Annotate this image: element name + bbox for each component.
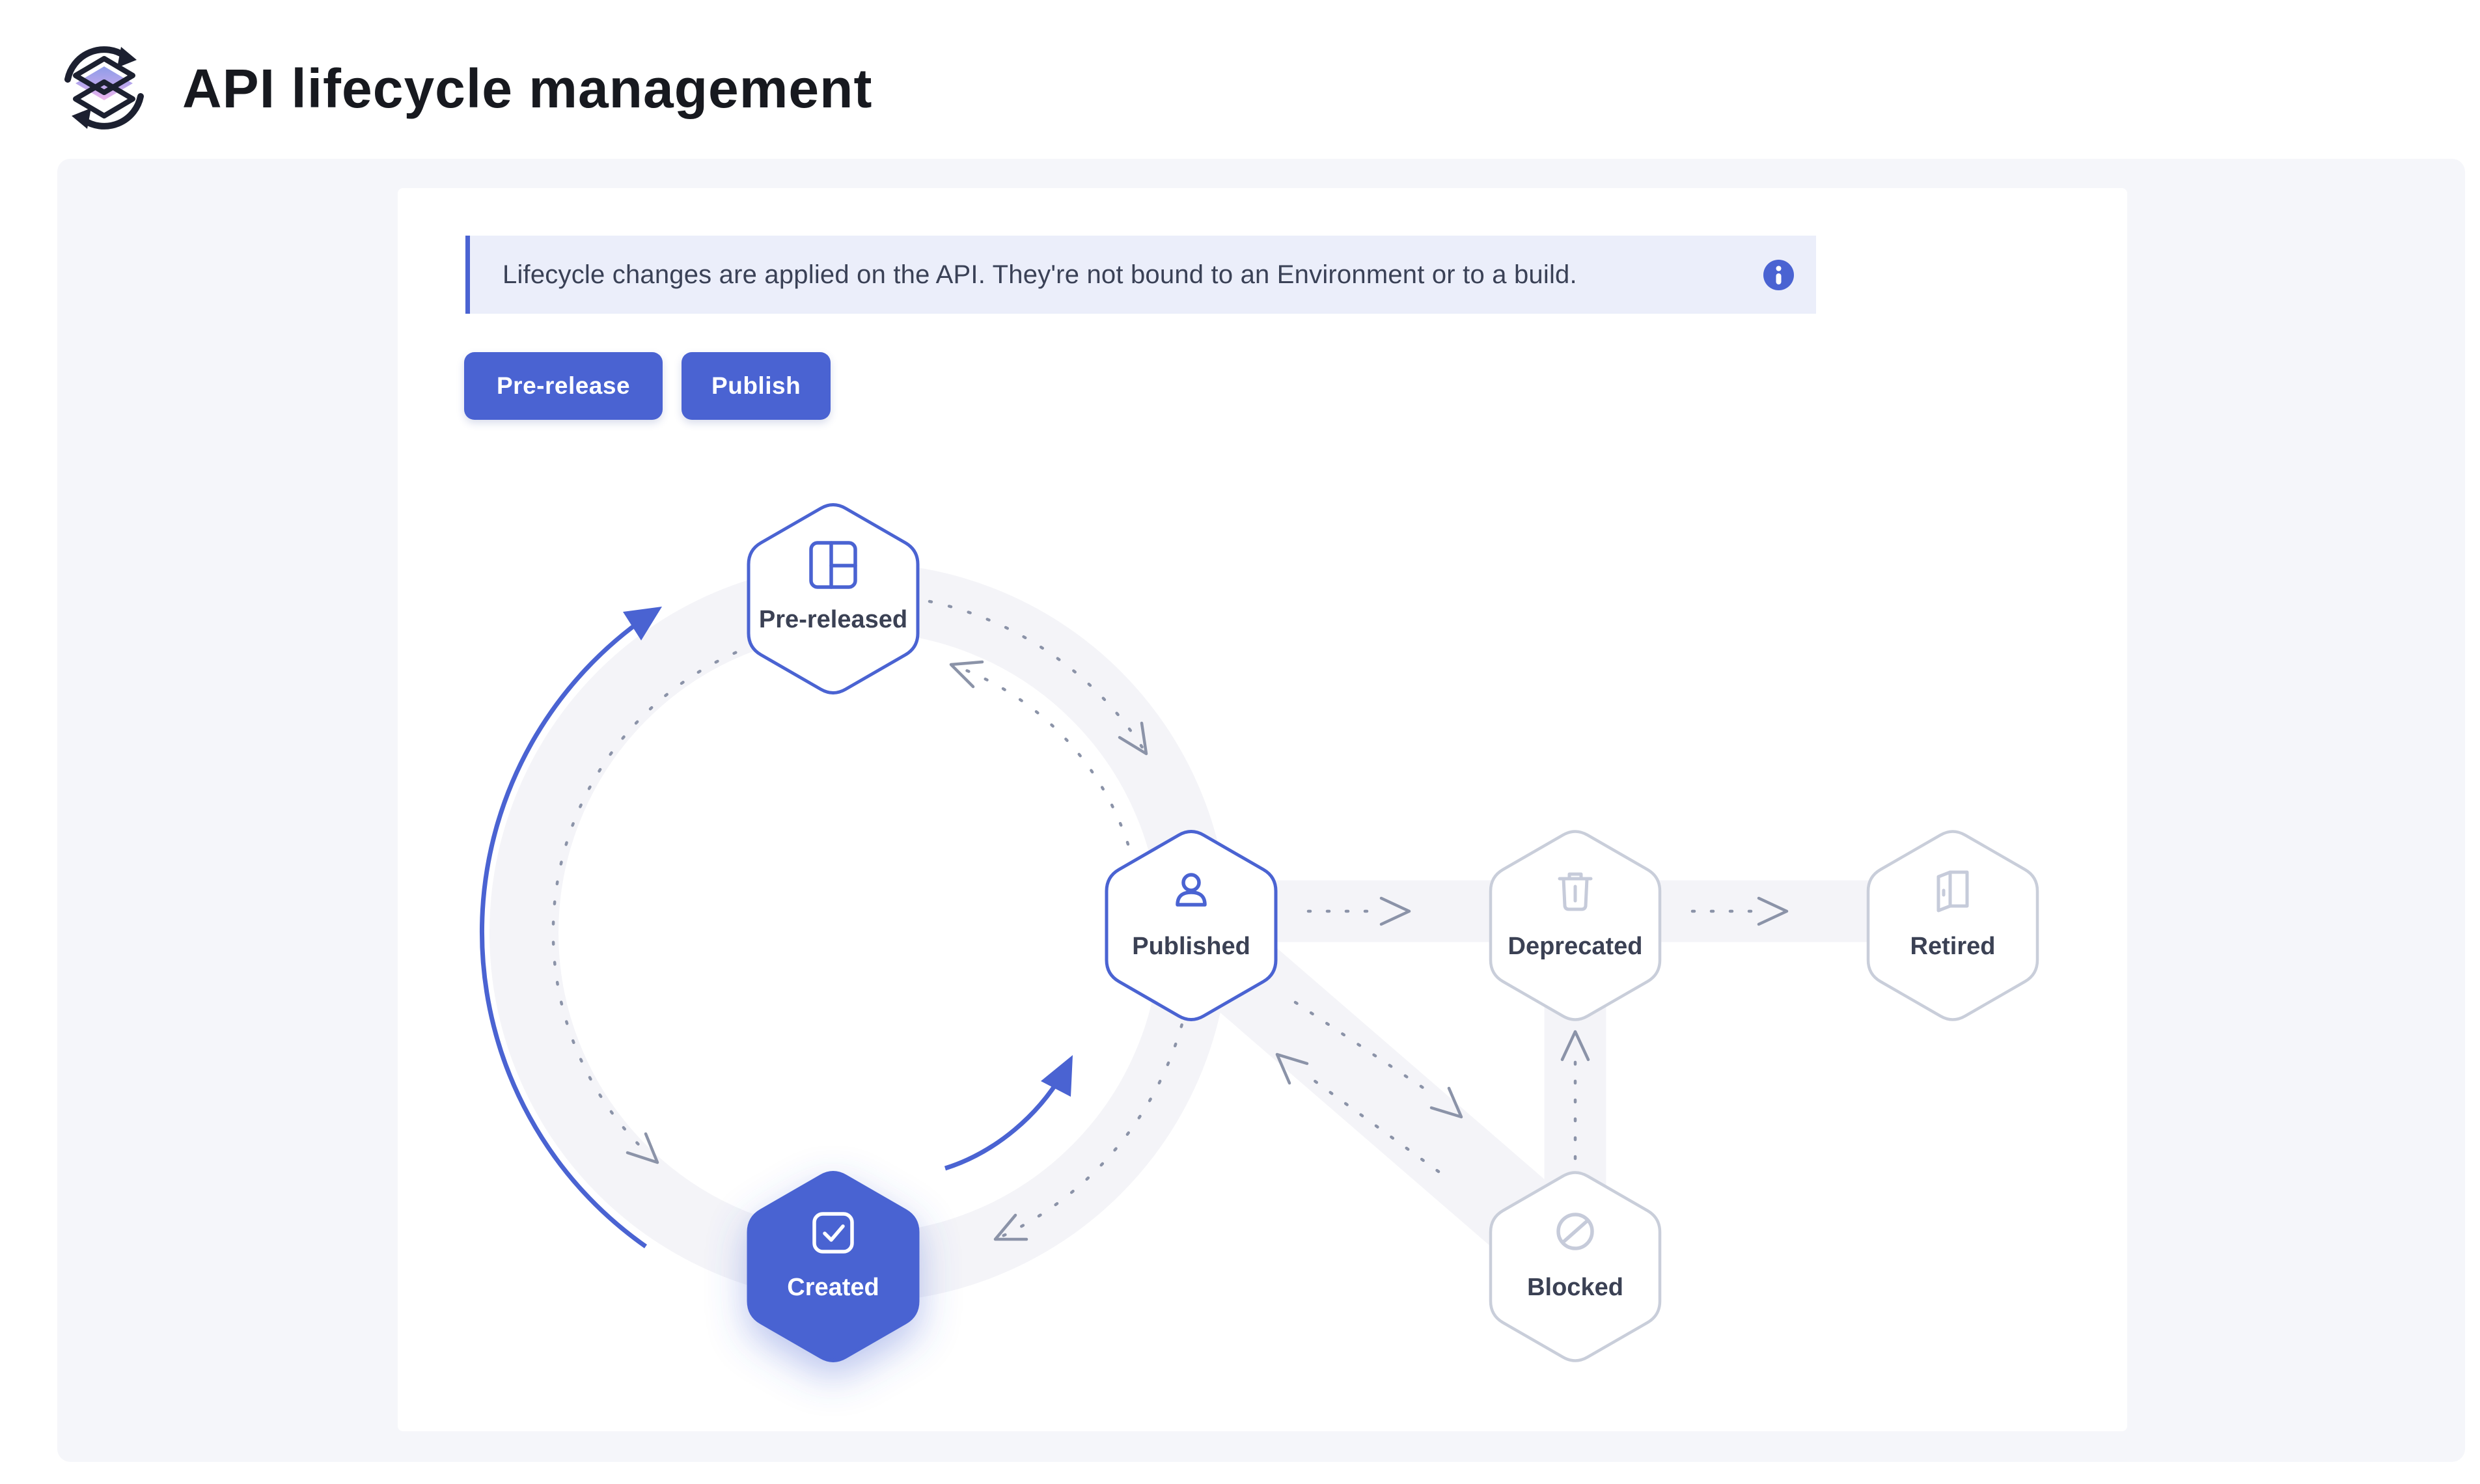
publish-button[interactable]: Publish [682, 352, 831, 420]
node-label: Created [787, 1274, 879, 1301]
info-banner: Lifecycle changes are applied on the API… [465, 236, 1816, 314]
arrow-blocked-to-deprecated [1560, 1030, 1590, 1161]
trash-icon [1558, 872, 1593, 911]
arrow-published-to-prereleased [949, 660, 1140, 885]
node-published: Published [1107, 832, 1276, 1020]
door-icon [1936, 870, 1969, 913]
node-label: Published [1132, 933, 1250, 960]
page-title: API lifecycle management [182, 58, 873, 119]
arrow-prereleased-to-published [928, 599, 1148, 756]
arrow-created-to-published [944, 1055, 1073, 1171]
action-buttons: Pre-release Publish [464, 352, 831, 420]
node-label: Deprecated [1508, 933, 1643, 960]
node-label: Pre-released [759, 606, 907, 633]
node-deprecated: Deprecated [1491, 832, 1660, 1020]
arrow-created-to-prereleased [479, 607, 662, 1248]
info-icon[interactable] [1763, 259, 1794, 290]
node-label: Blocked [1527, 1274, 1623, 1301]
arrow-deprecated-to-retired [1690, 896, 1789, 926]
arrow-published-to-deprecated [1306, 896, 1411, 926]
lifecycle-logo-icon [64, 46, 144, 130]
node-label: Retired [1910, 933, 1996, 960]
node-blocked: Blocked [1491, 1173, 1660, 1361]
arrow-published-to-created [993, 983, 1192, 1241]
info-banner-text: Lifecycle changes are applied on the API… [503, 260, 1577, 289]
check-square-icon [812, 1212, 854, 1254]
ban-icon [1556, 1213, 1594, 1250]
pre-release-button[interactable]: Pre-release [464, 352, 663, 420]
arrow-prereleased-to-created [551, 643, 756, 1164]
node-created: Created [749, 1173, 918, 1361]
user-icon [1176, 873, 1207, 907]
node-pre-released: Pre-released [749, 505, 918, 693]
band-cycle-ring [489, 563, 1229, 1302]
layout-icon [809, 541, 857, 589]
node-retired: Retired [1868, 832, 2037, 1020]
arrow-blocked-to-published [1275, 1052, 1440, 1174]
arrow-published-to-blocked [1293, 1000, 1463, 1119]
app-header: API lifecycle management [0, 0, 2480, 159]
